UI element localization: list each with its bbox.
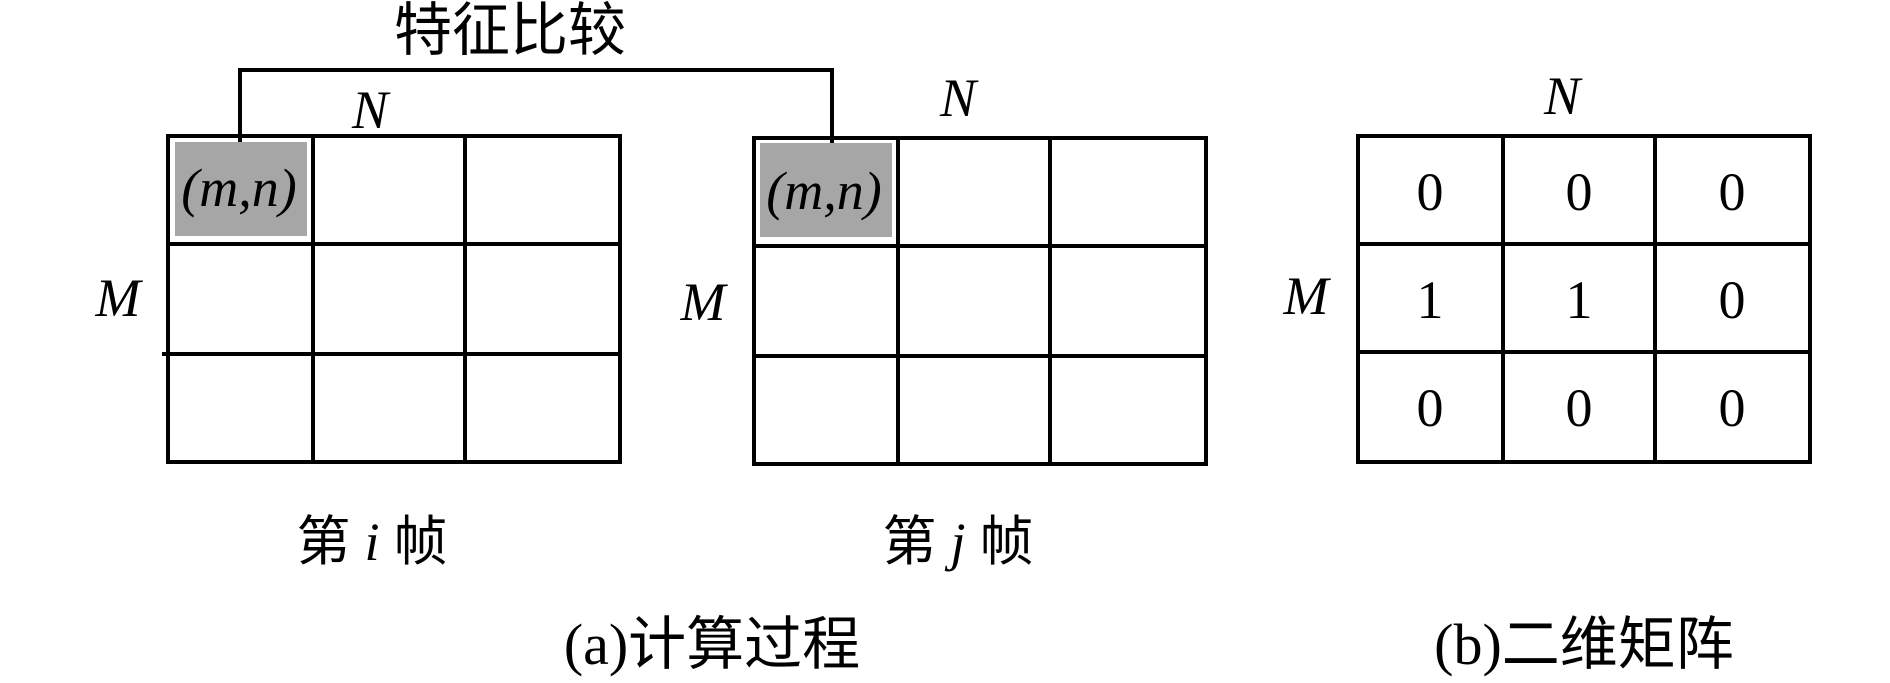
matrix-cell-value: 0 bbox=[1719, 162, 1746, 222]
cell-label-i: (m,n) bbox=[181, 158, 296, 218]
caption-b: (b)二维矩阵 bbox=[1434, 612, 1734, 677]
matrix-cell-value: 0 bbox=[1719, 378, 1746, 438]
comparison-bracket bbox=[238, 68, 834, 158]
matrix-cell-value: 0 bbox=[1719, 270, 1746, 330]
axis-m-label-j: M bbox=[680, 272, 729, 332]
axis-m-label-i: M bbox=[95, 268, 144, 328]
matrix-cell-value: 0 bbox=[1566, 378, 1593, 438]
binary-matrix: 0 0 0 1 1 0 0 0 0 N M bbox=[1283, 66, 1812, 464]
matrix-values: 0 0 0 1 1 0 0 0 0 bbox=[1417, 162, 1746, 438]
axis-m-label-b: M bbox=[1283, 266, 1332, 326]
caption-a: (a)计算过程 bbox=[564, 612, 860, 677]
highlighted-cell-i bbox=[175, 142, 307, 236]
comparison-label: 特征比较 bbox=[394, 0, 626, 63]
cell-label-j: (m,n) bbox=[766, 161, 881, 221]
matrix-cell-value: 0 bbox=[1566, 162, 1593, 222]
axis-n-label-b: N bbox=[1543, 66, 1583, 126]
matrix-cell-value: 0 bbox=[1417, 378, 1444, 438]
axis-n-label-j: N bbox=[939, 68, 979, 128]
highlighted-cell-j bbox=[760, 143, 892, 237]
matrix-cell-value: 0 bbox=[1417, 162, 1444, 222]
matrix-cell-value: 1 bbox=[1566, 270, 1593, 330]
matrix-cell-value: 1 bbox=[1417, 270, 1444, 330]
axis-n-label-i: N bbox=[351, 80, 391, 140]
